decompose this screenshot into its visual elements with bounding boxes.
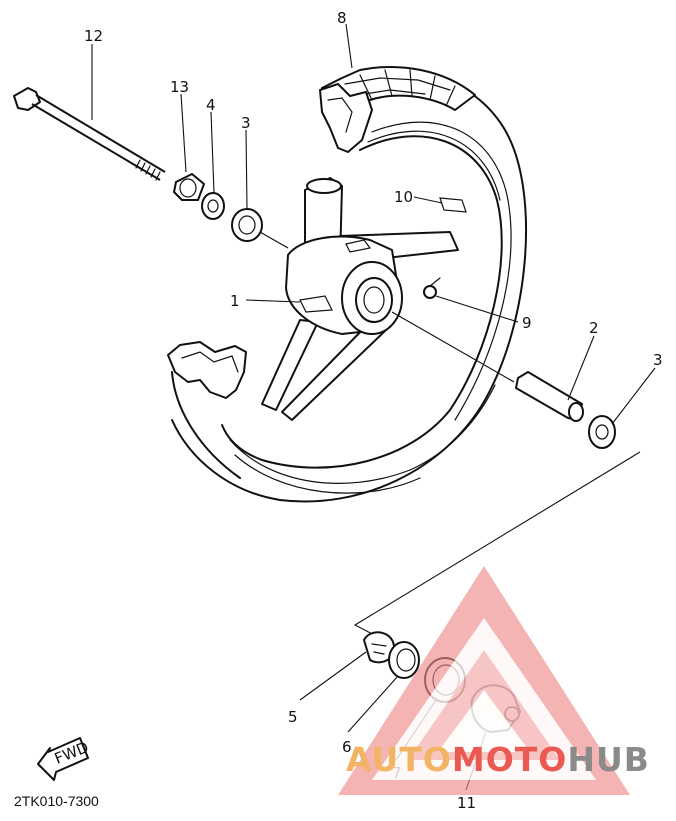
label-part-13: 13 [170, 78, 189, 96]
watermark-text-auto: AUTO [346, 740, 452, 779]
label-part-5: 5 [288, 708, 298, 726]
right-side-parts [391, 311, 616, 449]
watermark-text-moto: MOTO [452, 740, 567, 779]
label-part-9: 9 [522, 314, 532, 332]
label-part-6: 6 [342, 738, 352, 756]
fwd-arrow: FWD [37, 737, 91, 781]
wheel-hub [261, 177, 467, 421]
watermark-text-hub: HUB [567, 740, 650, 779]
label-part-8: 8 [337, 9, 347, 27]
left-side-parts [173, 173, 289, 249]
label-part-3a: 3 [241, 114, 251, 132]
label-part-12: 12 [84, 27, 103, 45]
label-part-3b: 3 [653, 351, 663, 369]
label-part-2: 2 [589, 319, 599, 337]
axle [13, 87, 166, 181]
watermark-logo [338, 566, 630, 795]
drawing-code: 2TK010-7300 [14, 793, 99, 809]
label-part-11: 11 [457, 794, 476, 812]
wheel-tire [167, 66, 528, 503]
label-part-10: 10 [394, 188, 413, 206]
label-part-1: 1 [230, 292, 240, 310]
label-part-4: 4 [206, 96, 216, 114]
watermark-text: AUTOMOTOHUB [346, 740, 650, 779]
